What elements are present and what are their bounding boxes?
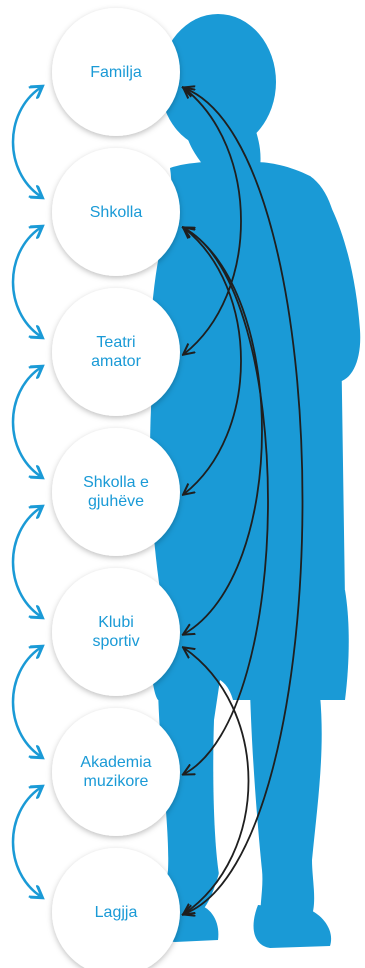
left-link-klubi-akademia xyxy=(13,648,40,756)
left-link-akademia-lagjja xyxy=(13,788,40,896)
left-arrows-group xyxy=(13,88,40,896)
left-link-gjuhe-klubi xyxy=(13,508,40,616)
node-label-akademia: Akademia muzikore xyxy=(51,742,181,802)
node-label-teatri: Teatri amator xyxy=(51,322,181,382)
node-label-familja: Familja xyxy=(51,42,181,102)
node-label-shkolla: Shkolla xyxy=(51,182,181,242)
left-link-shkolla-teatri xyxy=(13,228,40,336)
left-link-familja-shkolla xyxy=(13,88,40,196)
node-label-gjuhe: Shkolla e gjuhëve xyxy=(51,462,181,522)
node-label-klubi: Klubi sportiv xyxy=(51,602,181,662)
node-label-lagjja: Lagjja xyxy=(51,882,181,942)
left-link-teatri-gjuhe xyxy=(13,368,40,476)
